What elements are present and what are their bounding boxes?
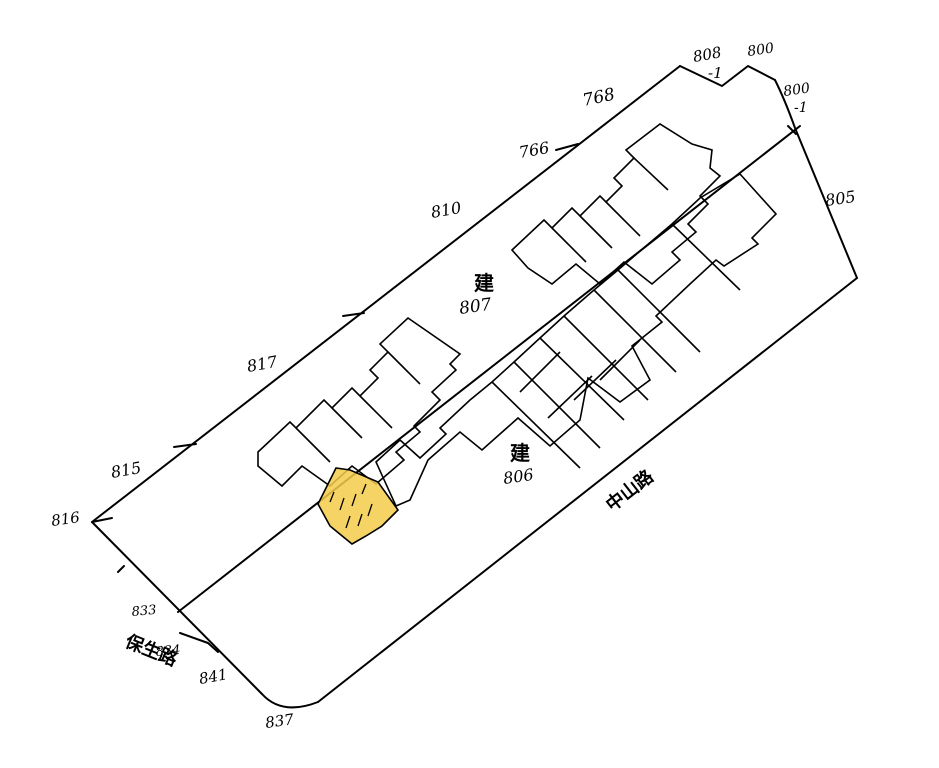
building-outline <box>510 123 722 286</box>
block-north-number: 807 <box>458 295 493 319</box>
parcel-label-833: 833 <box>131 603 157 620</box>
block-south-char: 建 <box>510 441 530 465</box>
boundary-tick <box>173 443 197 448</box>
parcel-label-808-sub: -1 <box>708 64 723 82</box>
parcel-label-800: 800 <box>746 40 775 60</box>
building-wing <box>491 223 741 469</box>
parcel-label-768: 768 <box>581 85 617 111</box>
building-wing <box>519 339 641 419</box>
boundary-tick <box>117 565 125 573</box>
highlight-hatching <box>329 483 373 529</box>
building-outline <box>375 172 778 508</box>
building-wing <box>295 351 421 463</box>
road-label-baosheng: 保生路 <box>121 630 181 671</box>
block-south-number: 806 <box>502 465 535 488</box>
parcel-label-817: 817 <box>245 352 279 376</box>
parcel-label-766: 766 <box>517 138 550 162</box>
road-wedge <box>179 632 219 653</box>
central-divider-line <box>177 125 801 613</box>
boundary-tick <box>787 125 797 135</box>
parcel-label-841: 841 <box>198 665 229 688</box>
parcel-label-808: 808 <box>692 43 723 66</box>
parcel-label-815: 815 <box>109 458 142 482</box>
top-notch-boundary <box>679 65 776 87</box>
boundary-tick <box>342 312 365 317</box>
southwest-corner-boundary <box>261 693 319 709</box>
north-boundary-line <box>91 65 681 523</box>
block-labels: 建 807 建 806 <box>458 271 535 488</box>
parcel-label-834: 834 <box>155 643 181 660</box>
parcel-labels: 768 766 808 -1 800 800 -1 805 810 817 81… <box>50 40 857 732</box>
boundary-tick <box>555 143 579 151</box>
building-cluster-806 <box>375 172 778 508</box>
south-boundary-line <box>317 277 858 703</box>
parcel-label-837: 837 <box>264 710 295 732</box>
parcel-label-805: 805 <box>824 187 857 210</box>
building-wing <box>551 157 669 263</box>
block-north-char: 建 <box>474 271 494 295</box>
parcel-label-800-1-sub: -1 <box>794 100 808 116</box>
parcel-label-816: 816 <box>50 508 81 530</box>
boundary-tick <box>91 517 113 523</box>
parcel-label-810: 810 <box>429 198 462 222</box>
west-boundary-line <box>91 521 263 695</box>
east-boundary-line <box>774 79 858 279</box>
building-outline <box>257 316 462 488</box>
highlighted-unit <box>317 467 400 545</box>
parcel-label-800-1: 800 <box>782 80 811 100</box>
lot-boundaries <box>91 65 858 709</box>
